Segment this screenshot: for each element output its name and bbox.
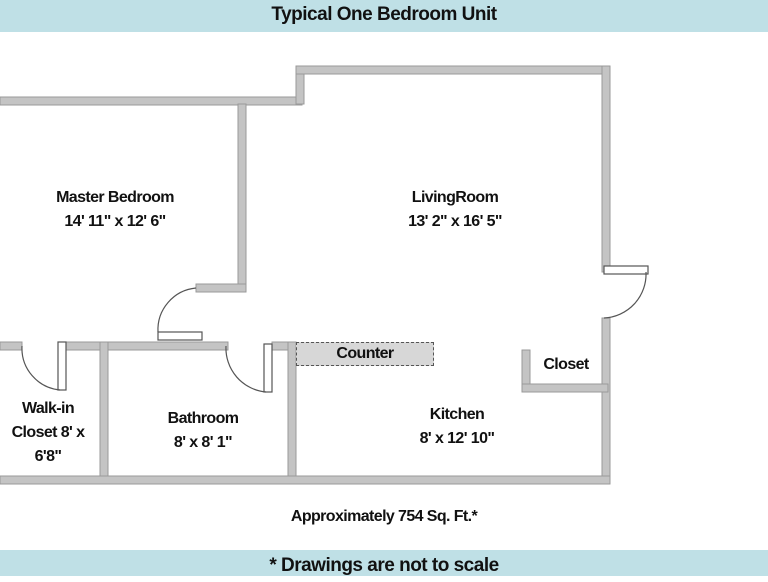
living-room-name: LivingRoom bbox=[411, 189, 499, 206]
door-entry-leaf bbox=[603, 265, 649, 275]
wall-bedroom-living bbox=[237, 103, 247, 293]
wall-bath-kitchen bbox=[287, 341, 297, 477]
door-bath-swing bbox=[225, 345, 267, 393]
wall-bedroom-stub bbox=[195, 283, 247, 293]
door-bedroom-swing bbox=[157, 287, 197, 333]
wall-right-lower bbox=[601, 317, 611, 485]
kitchen-name: Kitchen bbox=[429, 406, 485, 423]
walkin-closet-line1: Walk-in bbox=[21, 400, 75, 417]
bathroom-size: 8' x 8' 1" bbox=[173, 434, 233, 451]
door-entry-swing bbox=[603, 271, 647, 319]
scale-note-banner: * Drawings are not to scale bbox=[0, 550, 768, 576]
wall-bedroom-top bbox=[0, 96, 303, 106]
area-summary: Approximately 754 Sq. Ft.* bbox=[290, 508, 478, 525]
scale-note: * Drawings are not to scale bbox=[269, 555, 499, 576]
counter-label: Counter bbox=[336, 345, 394, 362]
door-closet-swing bbox=[21, 345, 61, 391]
counter: Counter bbox=[296, 342, 434, 366]
wall-closet-bath bbox=[99, 341, 109, 477]
master-bedroom-size: 14' 11" x 12' 6" bbox=[64, 213, 166, 230]
bathroom-name: Bathroom bbox=[167, 410, 239, 427]
walkin-closet-label: Walk-in Closet 8' x 6'8" bbox=[0, 397, 96, 469]
wall-living-top bbox=[295, 65, 611, 75]
kitchen-size: 8' x 12' 10" bbox=[419, 430, 495, 447]
wall-right-upper bbox=[601, 65, 611, 273]
kitchen-label: Kitchen 8' x 12' 10" bbox=[382, 403, 532, 451]
master-bedroom-label: Master Bedroom 14' 11" x 12' 6" bbox=[40, 186, 190, 234]
wall-bedroom-bottom bbox=[65, 341, 229, 351]
plan-title-banner: Typical One Bedroom Unit bbox=[0, 0, 768, 32]
wall-bottom bbox=[0, 475, 611, 485]
living-room-label: LivingRoom 13' 2" x 16' 5" bbox=[380, 186, 530, 234]
door-bath-leaf bbox=[263, 343, 273, 393]
closet-label: Closet bbox=[543, 356, 589, 373]
wall-bedroom-bottom-left bbox=[0, 341, 23, 351]
door-bedroom-leaf bbox=[157, 331, 203, 341]
bathroom-label: Bathroom 8' x 8' 1" bbox=[128, 407, 278, 455]
plan-title: Typical One Bedroom Unit bbox=[271, 4, 497, 25]
wall-closet-bottom bbox=[521, 383, 609, 393]
walkin-closet-line2: Closet 8' x bbox=[11, 424, 85, 441]
door-closet-leaf bbox=[57, 341, 67, 391]
master-bedroom-name: Master Bedroom bbox=[56, 189, 174, 206]
walkin-closet-line3: 6'8" bbox=[34, 448, 62, 465]
living-room-size: 13' 2" x 16' 5" bbox=[408, 213, 502, 230]
